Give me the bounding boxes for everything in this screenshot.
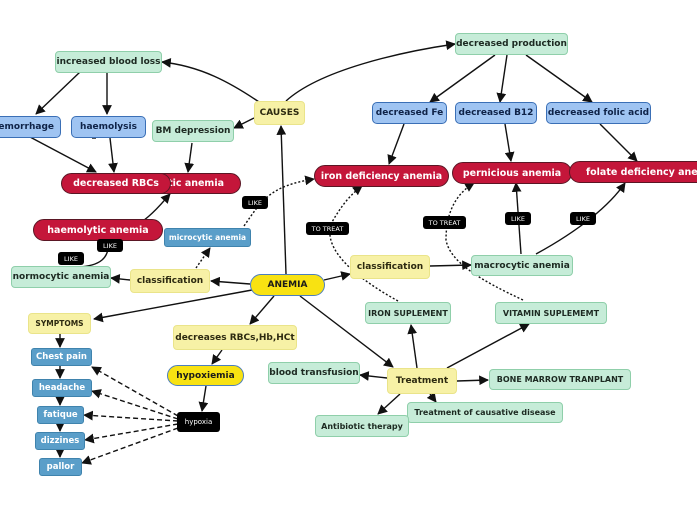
- edge-causes-production: [285, 40, 456, 102]
- edge-classright-macro: [429, 260, 472, 271]
- microcytic-anemia-node[interactable]: microcytic anemia: [164, 228, 251, 247]
- blood-transfusion-node[interactable]: blood transfusion: [268, 362, 360, 384]
- iron-suplement-node[interactable]: IRON SUPLEMENT: [365, 302, 451, 324]
- to-treat-label-iron: TO TREAT: [306, 222, 349, 235]
- hemorrhage-node[interactable]: hemorrhage: [0, 116, 61, 138]
- edge-fe-iron: [387, 123, 405, 165]
- edge-anemia-treatment: [299, 295, 394, 368]
- decreased-folic-acid-node[interactable]: decreased folic acid: [546, 102, 651, 124]
- edge-anemia-causes: [276, 125, 287, 275]
- macrocytic-anemia-node[interactable]: macrocytic anemia: [471, 255, 573, 276]
- edge-prod-b12: [496, 54, 508, 103]
- like-label-pernicious: LIKE: [505, 212, 531, 225]
- edge-anemia-classleft: [210, 276, 251, 287]
- causes-node[interactable]: CAUSES: [254, 101, 305, 125]
- edge-hypoxia-pallor: [81, 427, 179, 465]
- edge-anemia-decreases: [249, 295, 275, 325]
- edge-treat-bone: [456, 375, 489, 386]
- normocytic-anemia-node[interactable]: normocytic anemia: [11, 266, 111, 288]
- iron-deficiency-anemia-node[interactable]: iron deficiency anemia: [314, 165, 449, 187]
- edge-causes-bloodloss: [161, 58, 263, 105]
- edge-class-normocytic: [110, 274, 131, 284]
- folate-deficiency-anemia-node[interactable]: folate deficiency anemia: [569, 161, 697, 183]
- symptoms-node[interactable]: SYMPTOMS: [28, 313, 91, 334]
- chest-pain-node[interactable]: Chest pain: [31, 348, 92, 366]
- classification-left-node[interactable]: classification: [130, 269, 210, 293]
- edge-treat-causative: [426, 392, 437, 403]
- fatique-node[interactable]: fatique: [37, 406, 84, 424]
- edge-hypoxia-fatique: [83, 410, 179, 422]
- hypoxiemia-node[interactable]: hypoxiemia: [167, 365, 244, 386]
- edge-treat-iron: [407, 324, 418, 369]
- edge-bm-aplastic: [184, 142, 195, 173]
- pallor-node[interactable]: pallor: [39, 458, 82, 476]
- edge-vitsup-pern: [445, 182, 524, 301]
- vitamin-suplemement-node[interactable]: VITAMIN SUPLEMEMT: [495, 302, 607, 324]
- increased-blood-loss-node[interactable]: increased blood loss: [55, 51, 162, 73]
- treatment-causative-disease-node[interactable]: Treatment of causative disease: [407, 402, 563, 423]
- edge-b12-pern: [504, 123, 515, 162]
- edge-like-micro: [195, 247, 211, 269]
- edge-decreases-hypox: [211, 349, 223, 365]
- decreased-rbcs-node[interactable]: decreased RBCs: [61, 173, 171, 194]
- edge-micro-iron: [243, 175, 315, 227]
- edge-anemia-symptoms: [93, 289, 253, 323]
- like-label-folate: LIKE: [570, 212, 596, 225]
- bone-marrow-transplant-node[interactable]: BONE MARROW TRANPLANT: [489, 369, 631, 390]
- like-label-haemolytic: LIKE: [97, 239, 123, 252]
- edge-hemorrhage-rbcs: [29, 136, 97, 173]
- edge-causes-bm: [233, 117, 255, 129]
- haemolysis-node[interactable]: haemolysis: [71, 116, 146, 138]
- edge-hypoxia-dizz: [84, 423, 179, 444]
- dizzines-node[interactable]: dizzines: [35, 432, 85, 450]
- edge-ironsup-iron: [329, 185, 399, 302]
- pernicious-anemia-node[interactable]: pernicious anemia: [452, 162, 572, 184]
- haemolytic-anemia-node[interactable]: haemolytic anemia: [33, 219, 163, 241]
- decreased-b12-node[interactable]: decreased B12: [455, 102, 537, 124]
- decreased-fe-node[interactable]: decreased Fe: [372, 102, 447, 124]
- edge-haemolysis-rbcs: [108, 137, 118, 173]
- hypoxia-node[interactable]: hypoxia: [177, 412, 220, 432]
- to-treat-label-vitamin: TO TREAT: [423, 216, 466, 229]
- antibiotic-therapy-node[interactable]: Antibiotic therapy: [315, 415, 409, 437]
- edge-hypoxia-chest: [91, 366, 179, 417]
- classification-right-node[interactable]: classification: [350, 255, 430, 279]
- edge-hypoxia-headache: [91, 389, 179, 420]
- like-label-normocytic: LIKE: [58, 252, 84, 265]
- decreased-production-node[interactable]: decreased production: [455, 33, 568, 55]
- anemia-node[interactable]: ANEMIA: [250, 274, 325, 296]
- edge-treat-blood: [359, 371, 388, 381]
- treatment-node[interactable]: Treatment: [387, 368, 457, 394]
- bm-depression-node[interactable]: BM depression: [152, 120, 234, 142]
- edge-prod-fe: [429, 54, 496, 103]
- edge-anemia-classright: [323, 271, 351, 281]
- headache-node[interactable]: headache: [32, 379, 92, 397]
- edge-bloodloss-hemorrhage: [35, 71, 81, 115]
- edge-hypox-hypoxia: [198, 385, 209, 412]
- edge-treat-antibiotic: [377, 393, 401, 415]
- edge-folic-folate: [599, 123, 638, 162]
- edge-treat-vitamin: [446, 323, 530, 369]
- like-label-aplastic: LIKE: [242, 196, 268, 209]
- decreases-rbcs-hb-hct-node[interactable]: decreases RBCs,Hb,HCt: [173, 325, 297, 350]
- edge-prod-folic: [525, 54, 593, 103]
